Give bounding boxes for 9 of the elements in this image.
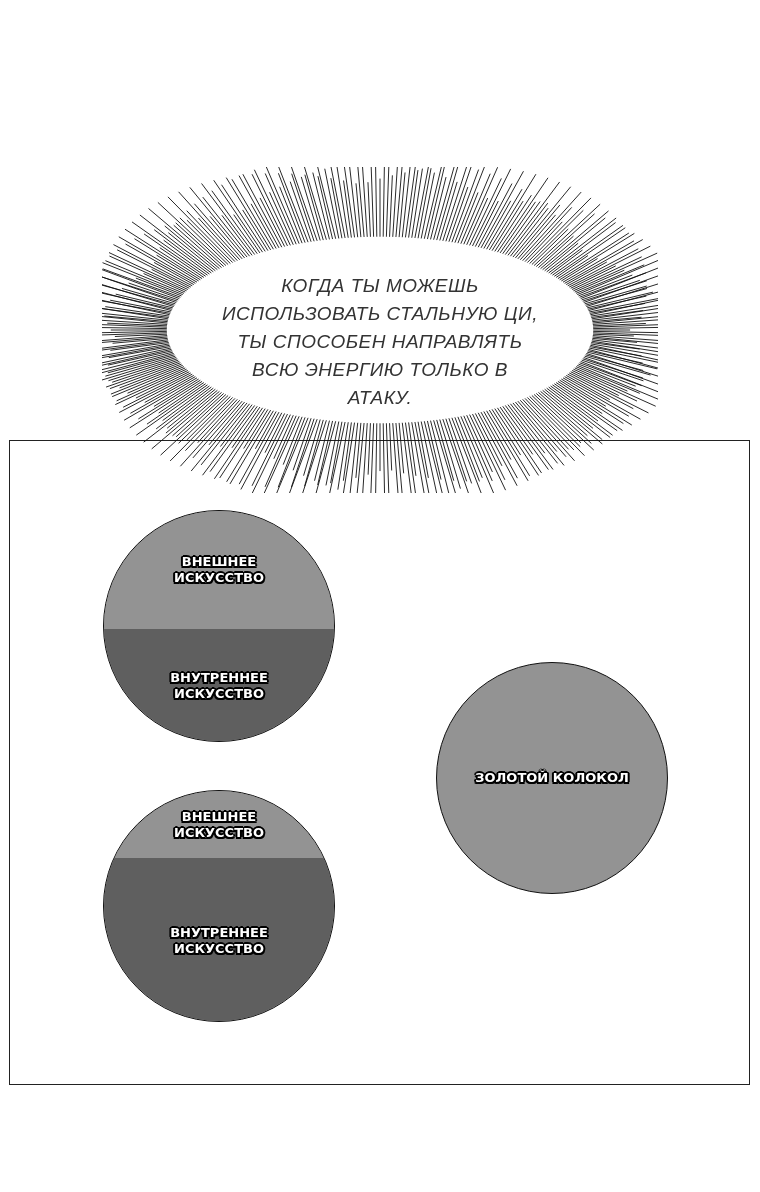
circle-label: ВНЕШНЕЕ ИСКУССТВО [173, 554, 265, 586]
circle-label: ВНЕШНЕЕ ИСКУССТВО [173, 808, 265, 841]
circle-label: ЗОЛОТОЙ КОЛОКОЛ [475, 770, 629, 786]
circle-label: ВНУТРЕННЕЕ ИСКУССТВО [169, 670, 269, 702]
speech-text: КОГДА ТЫ МОЖЕШЬ ИСПОЛЬЗОВАТЬ СТАЛЬНУЮ ЦИ, ТЫ СПОСОБЕН НАПРАВЛЯТЬ ВСЮ ЭНЕРГИЮ ТОЛЬКО В АТАКУ. [221, 274, 539, 410]
circle-shape [103, 510, 335, 742]
circle-label: ВНУТРЕННЕЕ ИСКУССТВО [169, 924, 269, 957]
panel-frame [9, 440, 750, 1085]
circle-shape [103, 790, 335, 1022]
